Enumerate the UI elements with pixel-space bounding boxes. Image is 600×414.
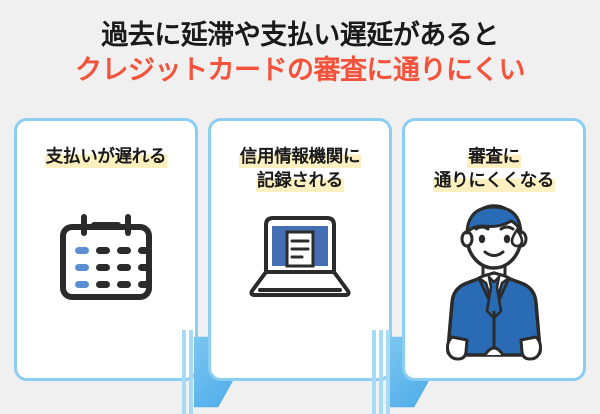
- step-card-screening-difficult: 審査に 通りにくくなる: [402, 118, 586, 381]
- step-card-credit-bureau-record: 信用情報機関に 記録される: [208, 118, 392, 381]
- arrow-trail-line: [182, 330, 186, 414]
- arrow-trail-line: [386, 330, 390, 414]
- page-title: 過去に延滞や支払い遅延があると クレジットカードの審査に通りにくい: [0, 18, 600, 88]
- step-caption-line: 審査に: [467, 145, 521, 168]
- arrow-trail-line: [372, 330, 376, 414]
- step-caption-line: 通りにくくなる: [432, 168, 556, 192]
- laptop-document-icon: [211, 211, 389, 303]
- title-line-2: クレジットカードの審査に通りにくい: [75, 55, 525, 86]
- title-line-1: 過去に延滞や支払い遅延があると: [101, 20, 499, 50]
- step-caption: 支払いが遅れる: [17, 145, 195, 169]
- steps-flow: 支払いが遅れる: [0, 118, 600, 414]
- step-caption-line: 支払いが遅れる: [44, 145, 168, 168]
- step-caption-line: 信用情報機関に: [238, 145, 362, 168]
- step-caption: 審査に 通りにくくなる: [405, 145, 583, 193]
- step-caption-line: 記録される: [256, 168, 344, 192]
- step-caption: 信用情報機関に 記録される: [211, 145, 389, 193]
- arrow-trail-line: [379, 330, 383, 414]
- calendar-icon: [17, 211, 195, 307]
- worried-businessman-icon: [405, 199, 583, 371]
- arrow-trail-line: [189, 330, 193, 414]
- step-card-payment-late: 支払いが遅れる: [14, 118, 198, 381]
